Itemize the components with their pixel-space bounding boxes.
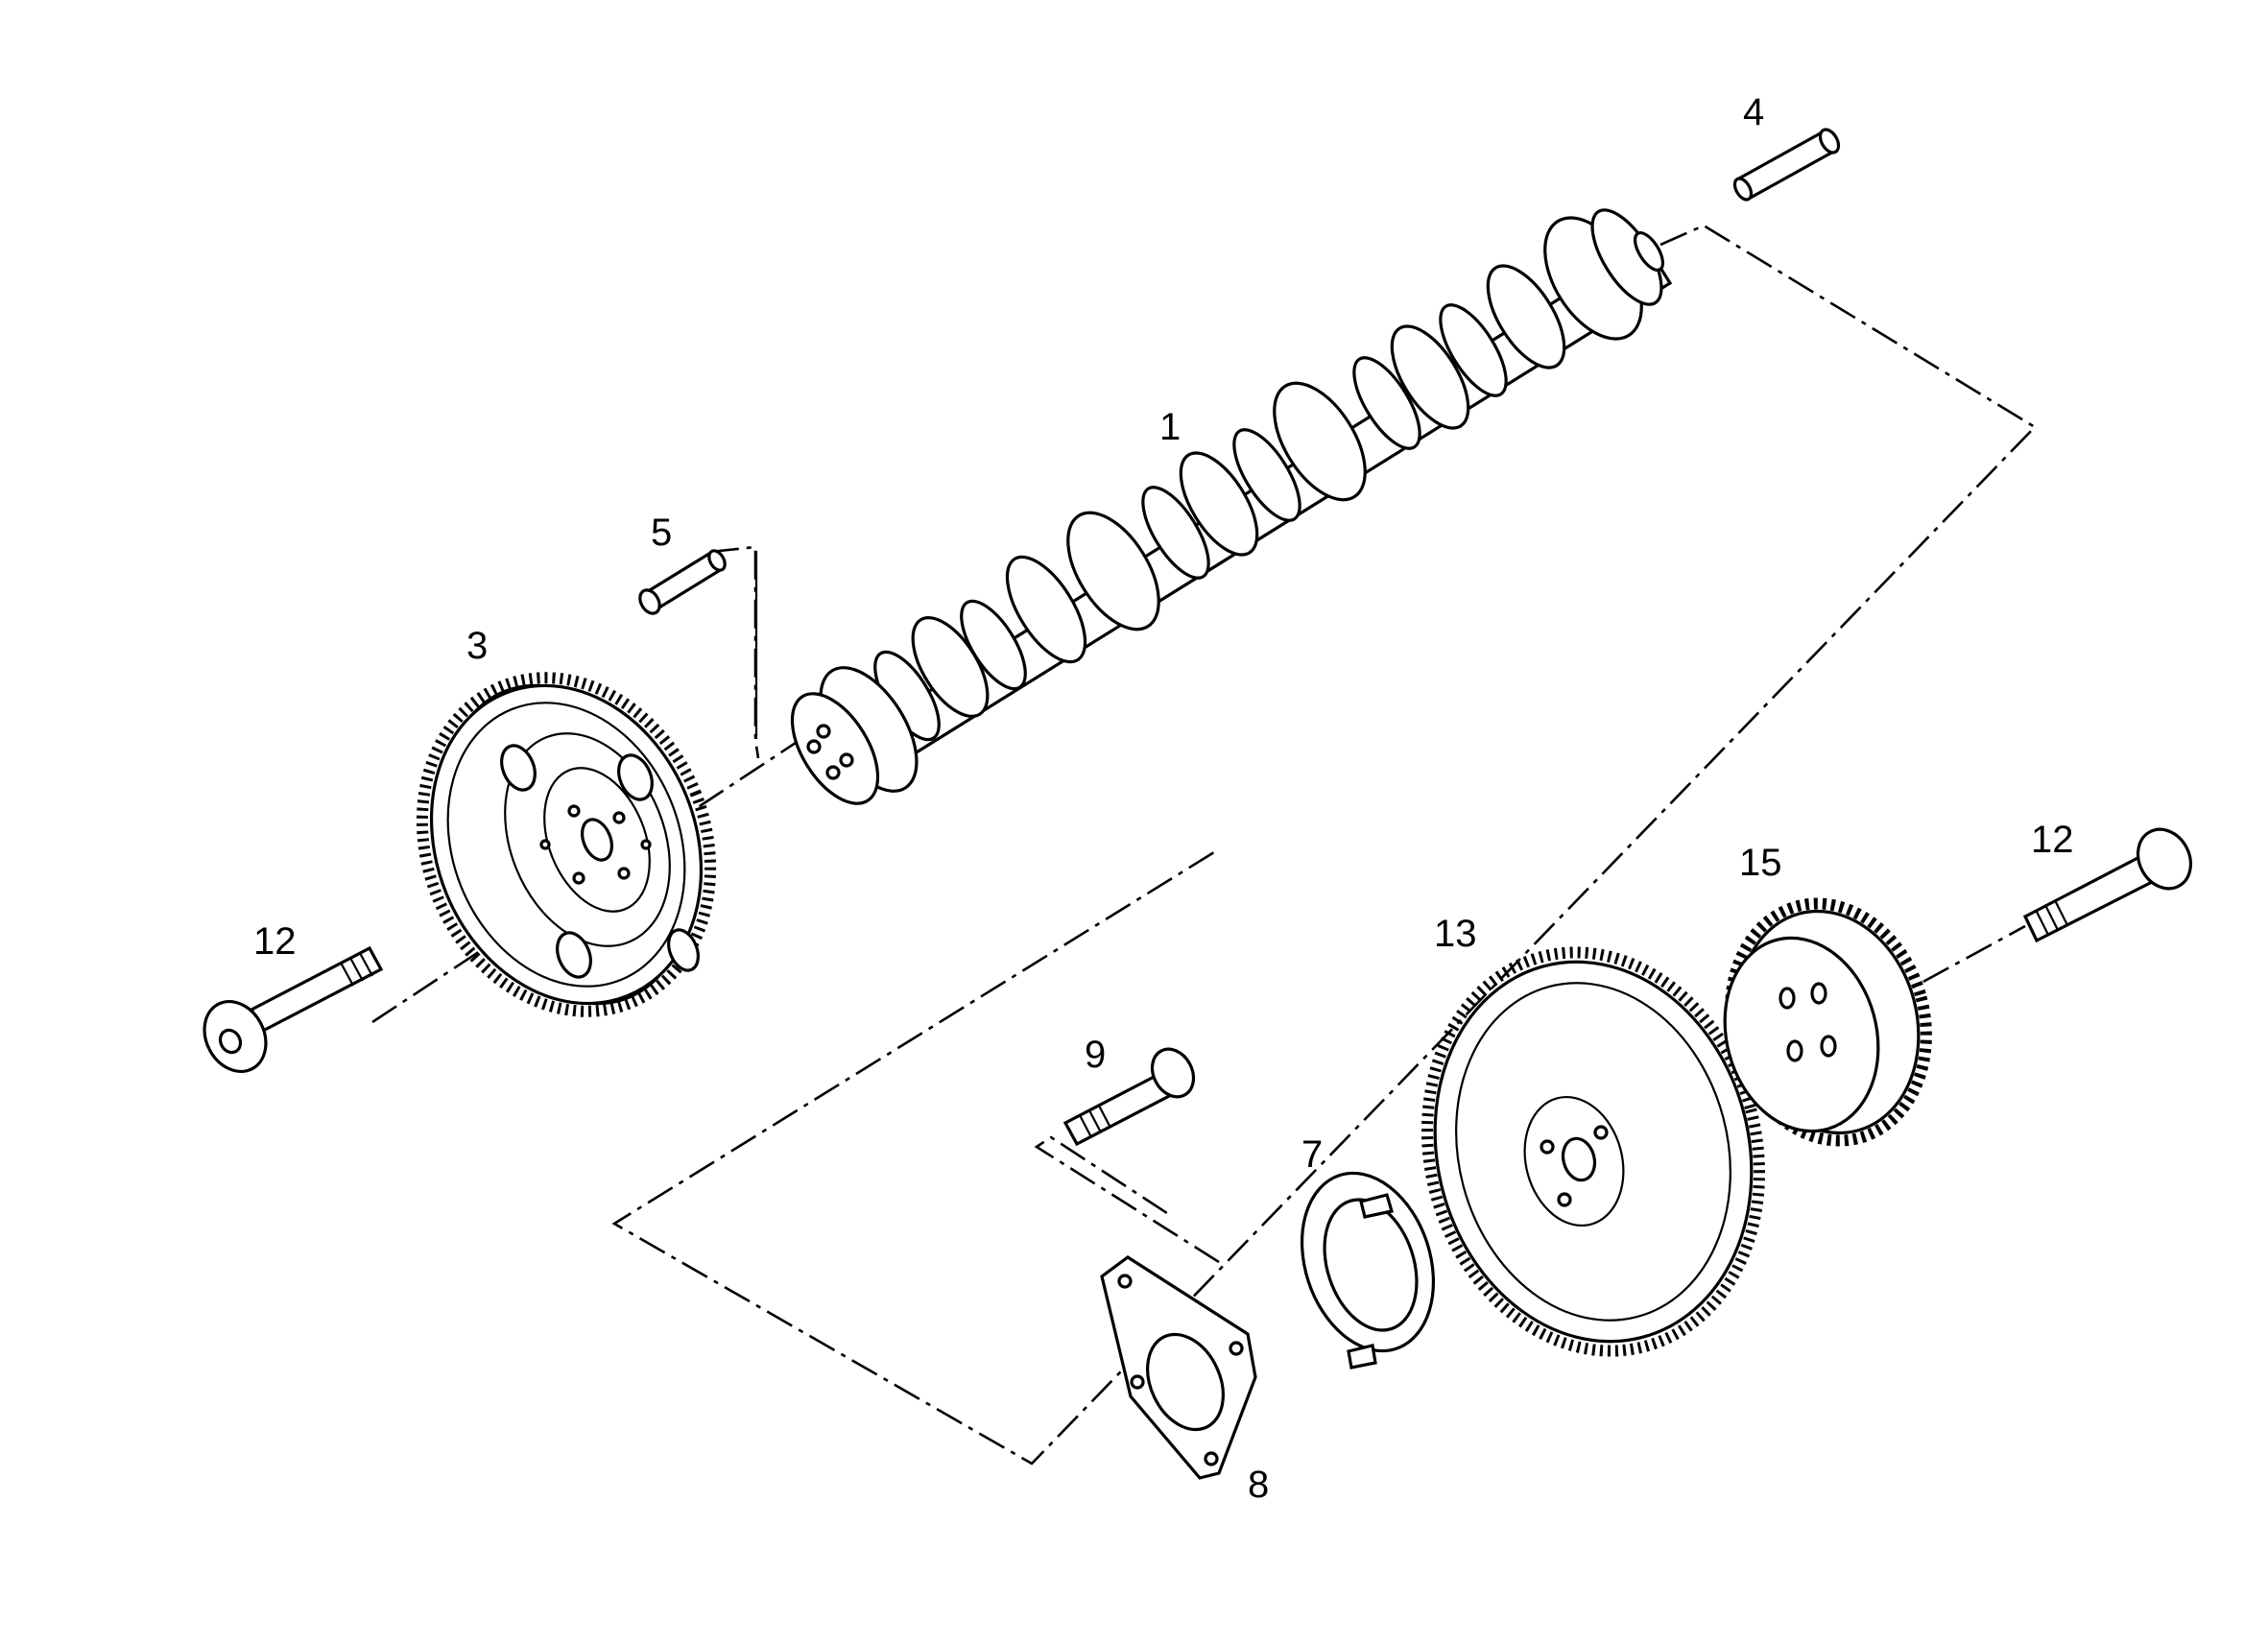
callout-5: 5 [651,512,672,554]
bolt-9 [1062,1047,1196,1147]
camshaft-gear-3 [416,672,717,1017]
camshaft [790,208,1673,805]
assembly-line-bracket [1034,1135,1220,1264]
thrust-bracket-8 [1100,1255,1257,1480]
callout-12-right: 12 [2031,819,2074,861]
camshaft-front-face [790,692,880,805]
assembly-line-pin5 [709,545,760,759]
callout-9: 9 [1085,1034,1106,1076]
dowel-pin-5 [638,549,727,615]
bolt-12-left [203,945,384,1073]
callout-15: 15 [1739,842,1782,884]
callout-labels: 1 3 4 5 7 8 9 12 12 13 15 [253,91,2074,1506]
assembly-line-main [611,224,2038,1465]
callout-4: 4 [1743,91,1764,133]
thrust-washer-7 [1300,1171,1436,1370]
idler-gear-13 [1421,946,1765,1357]
pump-gear-15 [1723,897,1932,1147]
dowel-pin-4 [1732,128,1841,202]
bolt-12-right [2022,827,2193,943]
camshaft-lobes [873,208,1663,742]
callout-3: 3 [466,625,488,667]
callout-8: 8 [1248,1464,1269,1506]
callout-1: 1 [1159,406,1181,448]
callout-13: 13 [1434,913,1477,955]
callout-12-left: 12 [253,920,297,963]
callout-7: 7 [1301,1133,1323,1176]
